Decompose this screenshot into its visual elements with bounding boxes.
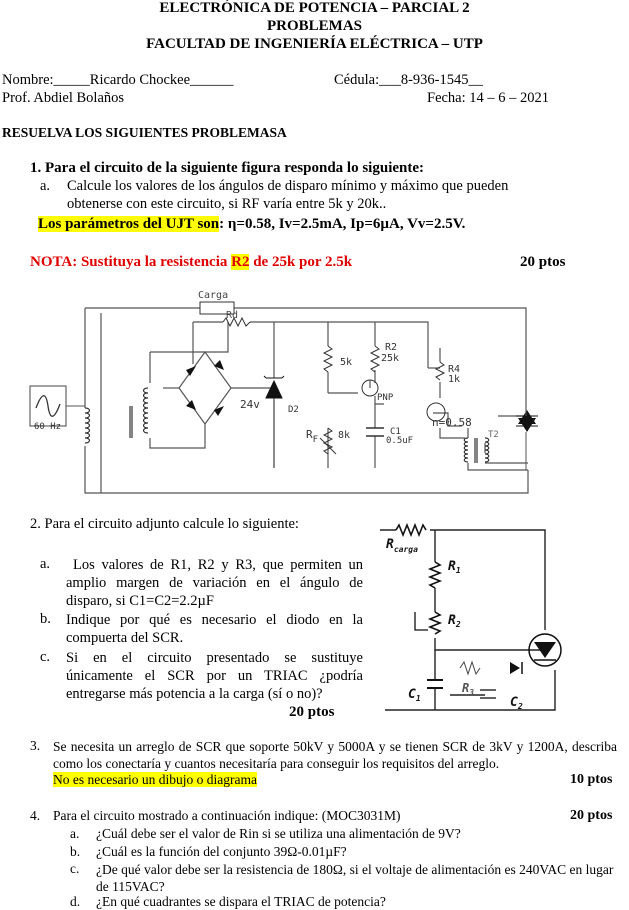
source-frequency-label: 60 Hz: [34, 422, 61, 432]
ujt-parameters: Los parámetros del UJT son: η=0.58, Iv=2…: [38, 216, 465, 233]
problem4-d-text: ¿En qué cuadrantes se dispara el TRIAC d…: [96, 894, 386, 909]
problem4-points: 20 ptos: [570, 808, 613, 823]
problem4-b-text: ¿Cuál es la función del conjunto 39Ω-0.0…: [96, 844, 347, 859]
resistor-r2: [369, 345, 381, 373]
problem2-c-text: Si en el circuito presentado se sustituy…: [66, 650, 363, 702]
student-name: Nombre:_____Ricardo Chockee______: [2, 72, 234, 88]
c1-capacitor: [427, 679, 443, 689]
c1-value: 0.5uF: [386, 436, 413, 446]
r3-label: R3: [462, 681, 474, 697]
ujt-parameters-values: : η=0.58, Iv=2.5mA, Ip=6µA, Vv=2.5V.: [219, 216, 466, 232]
gate-diode-icon: [510, 662, 520, 674]
r4-value: 1k: [448, 374, 460, 385]
problem2-c-marker: c.: [40, 649, 51, 665]
professor-name: Prof. Abdiel Bolaños: [2, 90, 125, 106]
problem1-note: NOTA: Sustituya la resistencia R2 de 25k…: [30, 254, 352, 271]
pulse-transformer-icon: [463, 437, 490, 463]
c1-label: C1: [408, 687, 421, 703]
ujt-icon: [426, 402, 446, 422]
rf-label: RF: [306, 428, 318, 445]
problem4-marker: 4.: [30, 808, 41, 823]
header-title: ELECTRÓNICA DE POTENCIA – PARCIAL 2: [159, 0, 470, 16]
problem4-a-text: ¿Cuál debe ser el valor de Rin si se uti…: [96, 826, 461, 841]
problem1-a-line2: obtenerse con este circuito, si RF varía…: [67, 196, 387, 212]
header-faculty: FACULTAD DE INGENIERÍA ELÉCTRICA – UTP: [146, 36, 483, 52]
problem4-title: Para el circuito mostrado a continuación…: [53, 808, 401, 823]
zener-diode-icon: [263, 375, 285, 399]
problem4-c-text: ¿De qué valor debe ser la resistencia de…: [96, 862, 614, 894]
triac-icon: [516, 406, 538, 470]
zener-voltage-label: 24v: [240, 398, 260, 411]
capacitor-c1: [366, 427, 384, 437]
scr-icon: [528, 633, 562, 667]
header-subtitle: PROBLEMAS: [266, 18, 362, 34]
resistor-5k: [322, 345, 334, 373]
c2-label: C2: [510, 695, 523, 711]
problem3-note-highlight: No es necesario un dibujo o diagrama: [53, 772, 257, 787]
problem2-title: 2. Para el circuito adjunto calcule lo s…: [30, 516, 299, 532]
problem4-a-marker: a.: [70, 826, 80, 841]
exam-date: Fecha: 14 – 6 – 2021: [427, 90, 550, 106]
c1-label: C1: [390, 427, 401, 437]
r1-label: R1: [448, 559, 461, 575]
r3-resistor: [459, 660, 481, 676]
pnp-transistor-icon: [361, 379, 379, 397]
rd-resistor: [222, 316, 251, 328]
potentiometer-wiper: [414, 612, 428, 631]
r2-label: R2: [448, 613, 461, 629]
problem4-b-marker: b.: [70, 844, 81, 859]
r1-resistor: [427, 561, 443, 589]
pnp-label: PNP: [377, 393, 394, 403]
problem1-a-line1: Calcule los valores de los ángulos de di…: [67, 178, 509, 194]
r2-label: R2: [385, 342, 397, 353]
problem2-a-marker: a.: [40, 556, 51, 572]
problem2-points: 20 ptos: [289, 704, 335, 720]
rf-value: 8k: [338, 430, 350, 441]
problem2-b-marker: b.: [40, 611, 51, 627]
note-r2-highlight: R2: [231, 254, 250, 270]
ujt-parameters-highlight: Los parámetros del UJT son: [38, 216, 220, 232]
r4-label: R4: [448, 364, 460, 375]
rcarga-resistor: [395, 522, 427, 538]
problem2-a-text: Los valores de R1, R2 y R3, que permiten…: [66, 557, 363, 609]
c2-capacitor: [480, 689, 496, 699]
bridge-rectifier-icon: [186, 360, 224, 416]
problem3-text: Se necesita un arreglo de SCR que soport…: [53, 739, 617, 771]
problem1-a-marker: a.: [40, 178, 51, 194]
r2-potentiometer: [427, 611, 443, 635]
problem4-c-marker: c.: [70, 861, 80, 876]
student-id: Cédula:___8-936-1545__: [334, 72, 484, 88]
rcarga-label: Rcarga: [386, 537, 418, 554]
resistor-rf: [322, 427, 334, 455]
instruction: RESUELVA LOS SIGUIENTES PROBLEMASA: [2, 125, 287, 140]
circuit2-diagram: Rcarga R1 R2 R3 C1 C2: [380, 522, 562, 711]
t2-label: T2: [488, 430, 499, 440]
r2-value: 25k: [381, 353, 399, 364]
resistor-r4: [434, 361, 446, 381]
problem3-note: No es necesario un dibujo o diagrama: [53, 772, 257, 788]
rd-label: Rd: [226, 310, 238, 321]
problem3-marker: 3.: [30, 738, 41, 753]
problem4-d-marker: d.: [70, 894, 81, 909]
problem3-points: 10 ptos: [570, 772, 613, 787]
load-label: Carga: [198, 290, 228, 301]
circuit1-diagram: 60 Hz Carga Rd 24v D2 5k R2 25k RF 8k PN…: [29, 290, 538, 494]
load-resistor: [199, 301, 235, 315]
problem1-title: 1. Para el circuito de la siguiente figu…: [30, 160, 425, 176]
note-text-b: de 25k por 2.5k: [249, 254, 353, 270]
rf-adjust-arrow: [319, 437, 337, 455]
note-text-a: NOTA: Sustituya la resistencia: [30, 254, 232, 270]
ujt-eta-label: n=0.58: [432, 416, 472, 429]
transformer1-icon: [84, 387, 149, 444]
problem2-b-text: Indique por qué es necesario el diodo en…: [66, 612, 363, 646]
resistor-5k-label: 5k: [340, 357, 352, 368]
zener-label: D2: [288, 405, 299, 415]
problem1-points: 20 ptos: [520, 254, 566, 270]
